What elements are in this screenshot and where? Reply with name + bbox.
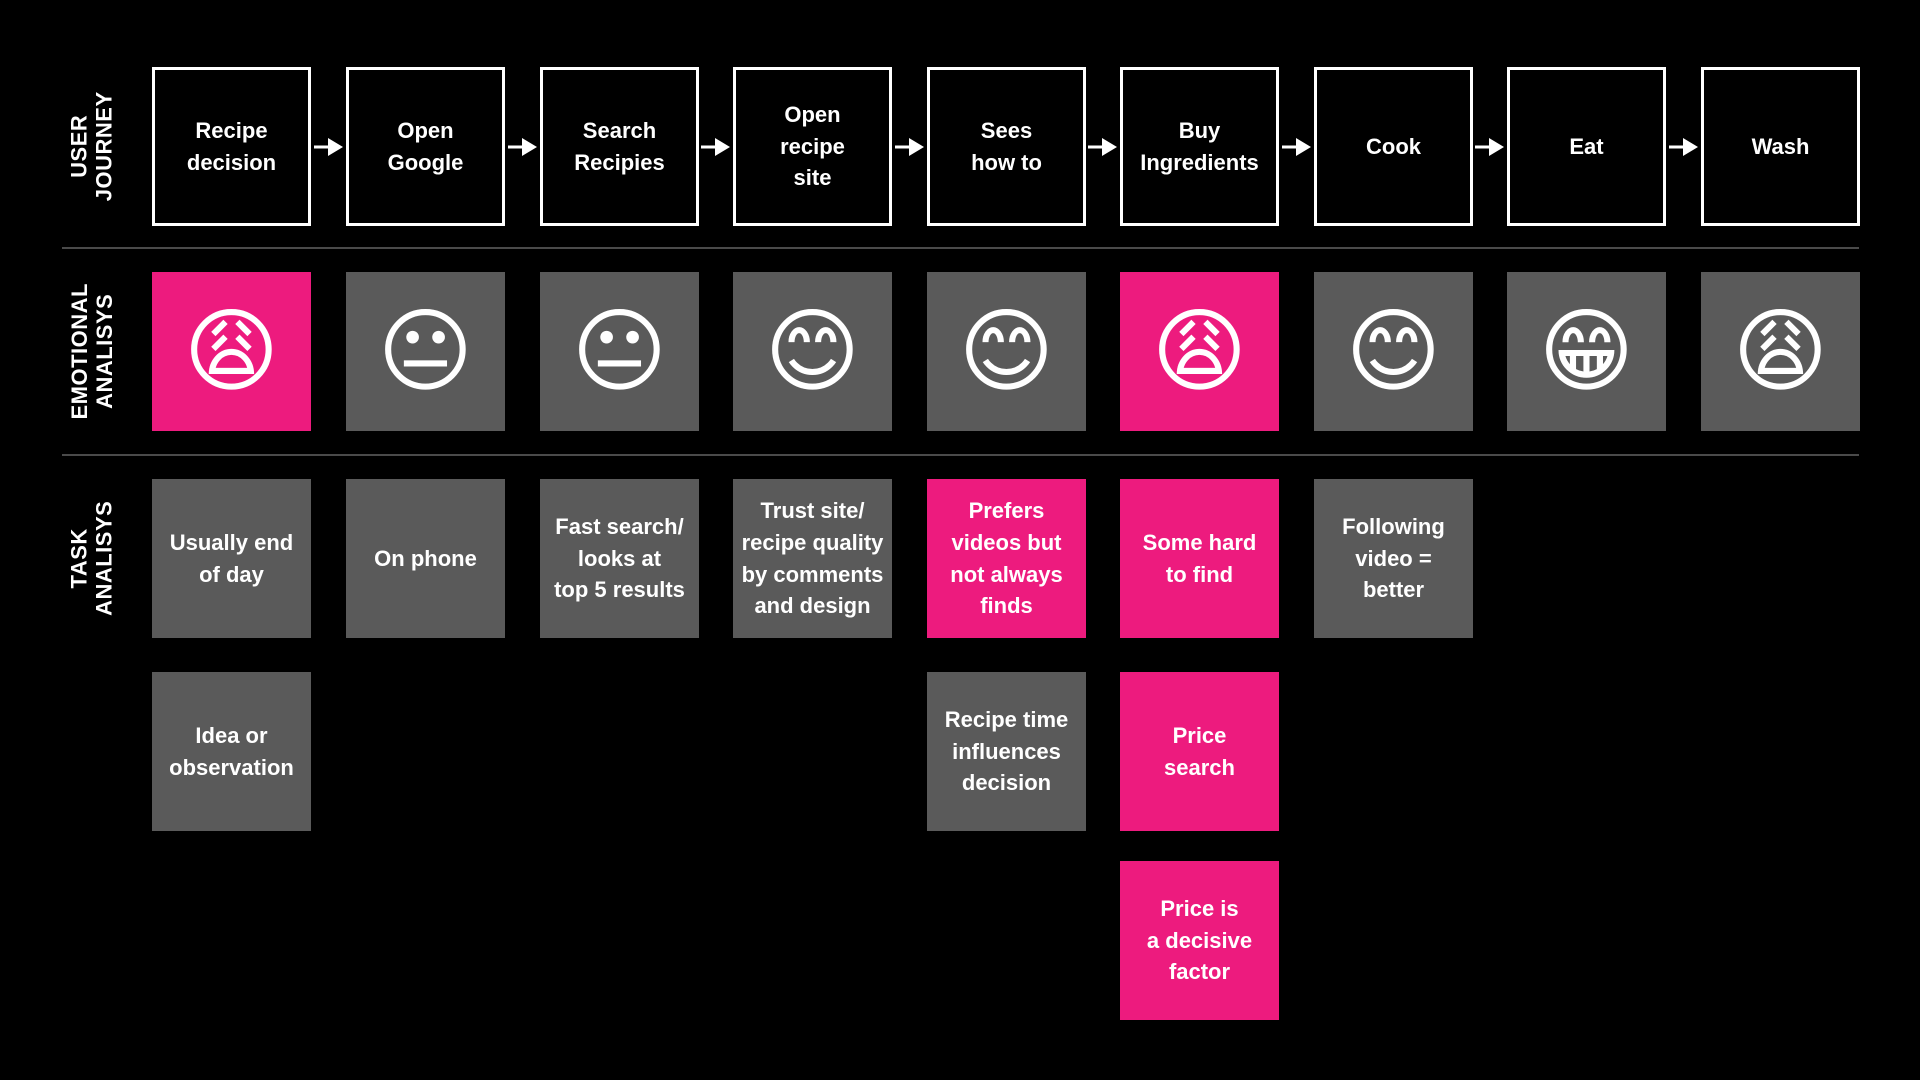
task-card: On phone	[346, 479, 505, 638]
journey-step-4: Open recipe site	[733, 67, 892, 226]
task-card: Price is a decisive factor	[1120, 861, 1279, 1020]
task-card: Recipe time influences decision	[927, 672, 1086, 831]
journey-step-2: Open Google	[346, 67, 505, 226]
emotion-card-7: 😊	[1314, 272, 1473, 431]
arrow-right-icon	[1668, 138, 1698, 156]
journey-step-9: Wash	[1701, 67, 1860, 226]
emotion-card-6: 😩	[1120, 272, 1279, 431]
emotion-card-9: 😩	[1701, 272, 1860, 431]
row-label-emotional-analysis-text: EMOTIONAL ANALISYS	[66, 283, 117, 420]
row-label-task-analysis: TASK ANALISYS	[56, 479, 128, 638]
task-card: Usually end of day	[152, 479, 311, 638]
neutral-face-icon: 😐	[377, 300, 474, 403]
arrow-right-icon	[313, 138, 343, 156]
task-card: Idea or observation	[152, 672, 311, 831]
weary-face-icon: 😩	[183, 300, 280, 403]
task-card: Price search	[1120, 672, 1279, 831]
row-label-emotional-analysis: EMOTIONAL ANALISYS	[56, 272, 128, 431]
grinning-face-icon: 😁	[1538, 300, 1635, 403]
neutral-face-icon: 😐	[571, 300, 668, 403]
emotion-card-8: 😁	[1507, 272, 1666, 431]
divider	[62, 454, 1859, 456]
task-card: Some hard to find	[1120, 479, 1279, 638]
emotion-card-5: 😊	[927, 272, 1086, 431]
task-card: Trust site/ recipe quality by comments a…	[733, 479, 892, 638]
arrow-right-icon	[701, 138, 730, 156]
journey-step-5: Sees how to	[927, 67, 1086, 226]
journey-step-7: Cook	[1314, 67, 1473, 226]
weary-face-icon: 😩	[1732, 300, 1829, 403]
journey-step-6: Buy Ingredients	[1120, 67, 1279, 226]
arrow-right-icon	[507, 138, 537, 156]
emotion-card-1: 😩	[152, 272, 311, 431]
arrow-right-icon	[1475, 138, 1504, 156]
emotion-card-2: 😐	[346, 272, 505, 431]
arrow-right-icon	[1088, 138, 1117, 156]
task-card: Fast search/ looks at top 5 results	[540, 479, 699, 638]
emotion-card-3: 😐	[540, 272, 699, 431]
task-card: Prefers videos but not always finds	[927, 479, 1086, 638]
arrow-right-icon	[1281, 138, 1311, 156]
smiling-face-icon: 😊	[764, 300, 861, 403]
row-label-task-analysis-text: TASK ANALISYS	[66, 500, 117, 617]
row-label-user-journey: USER JOURNEY	[56, 67, 128, 226]
divider	[62, 247, 1859, 249]
task-card: Following video = better	[1314, 479, 1473, 638]
row-label-user-journey-text: USER JOURNEY	[66, 91, 118, 202]
emotion-card-4: 😊	[733, 272, 892, 431]
arrow-right-icon	[894, 138, 924, 156]
smiling-face-icon: 😊	[958, 300, 1055, 403]
journey-step-3: Search Recipies	[540, 67, 699, 226]
journey-step-1: Recipe decision	[152, 67, 311, 226]
smiling-face-icon: 😊	[1345, 300, 1442, 403]
weary-face-icon: 😩	[1151, 300, 1248, 403]
journey-step-8: Eat	[1507, 67, 1666, 226]
